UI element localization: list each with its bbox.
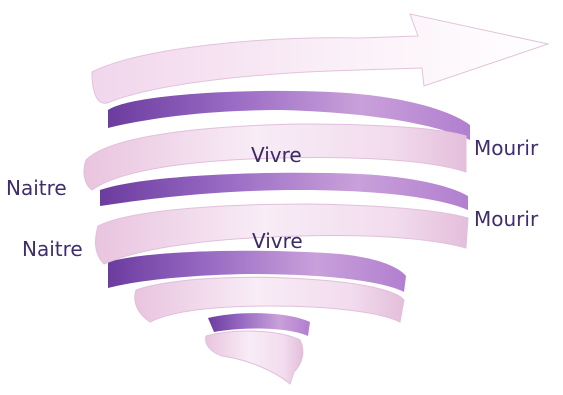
label-naitre-1: Naitre	[6, 176, 67, 200]
label-mourir-1: Mourir	[474, 136, 539, 160]
ribbon-back-band-1	[108, 90, 470, 140]
ribbon-band-1	[83, 123, 467, 191]
ribbon-band-3	[134, 276, 405, 323]
ribbon-back-band-4	[208, 313, 310, 336]
ribbon-back-band-3	[108, 250, 406, 292]
ribbon-band-top-arrow	[91, 13, 550, 104]
label-vivre-1: Vivre	[251, 143, 302, 167]
label-mourir-2: Mourir	[474, 207, 539, 231]
ribbon-back-band-2	[100, 172, 468, 210]
label-vivre-2: Vivre	[252, 229, 303, 253]
label-naitre-2: Naitre	[22, 237, 83, 261]
ribbon-band-4	[205, 330, 304, 385]
ribbon-band-2	[95, 203, 469, 265]
